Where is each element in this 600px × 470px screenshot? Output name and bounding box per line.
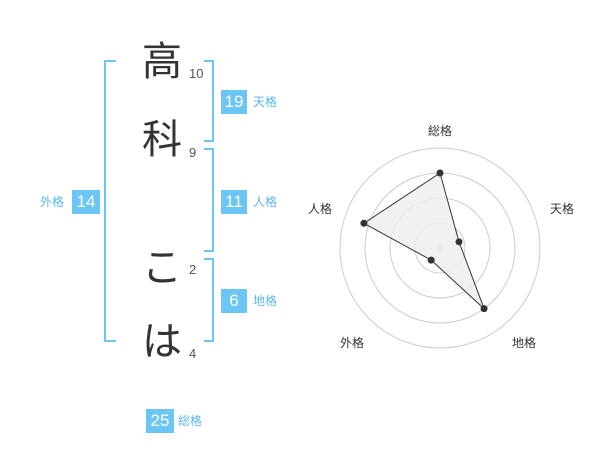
radar-axis-label-gaikaku: 外格 [339,336,364,350]
radar-point-1 [455,238,463,246]
gaikaku-bracket [104,60,116,342]
name-char-2: 科 [142,117,182,163]
chikaku-value: 6 [221,289,247,313]
name-char-3: こ [142,245,182,291]
name-char-4: は [142,319,182,365]
radar-point-2 [480,305,488,313]
stroke-count-2: 9 [189,145,197,160]
stroke-count-1: 10 [189,66,204,81]
stroke-count-4: 4 [189,346,197,361]
tenkaku-label: 天格 [253,95,278,109]
chikaku-label: 地格 [253,294,278,308]
radar-axis-label-soukaku: 総格 [427,124,452,138]
soukaku-value: 25 [146,409,174,433]
chikaku-bracket [204,258,214,342]
radar-axis-label-jinkaku: 人格 [307,202,332,216]
name-char-1: 高 [142,39,182,85]
gaikaku-label: 外格 [40,195,65,209]
radar-point-0 [436,169,444,177]
radar-ring-4 [339,147,541,349]
radar-point-4 [360,219,368,227]
soukaku-label: 総格 [178,414,203,428]
stroke-count-3: 2 [189,262,197,277]
gaikaku-value: 14 [72,190,100,214]
jinkaku-label: 人格 [253,195,278,209]
radar-point-3 [427,256,435,264]
radar-axis-label-tenkaku: 天格 [549,202,574,216]
tenkaku-value: 19 [221,90,247,114]
jinkaku-value: 11 [221,190,247,214]
tenkaku-bracket [204,60,214,142]
jinkaku-bracket [204,148,214,252]
radar-area [362,172,485,310]
radar-axis-label-chikaku: 地格 [511,336,536,350]
